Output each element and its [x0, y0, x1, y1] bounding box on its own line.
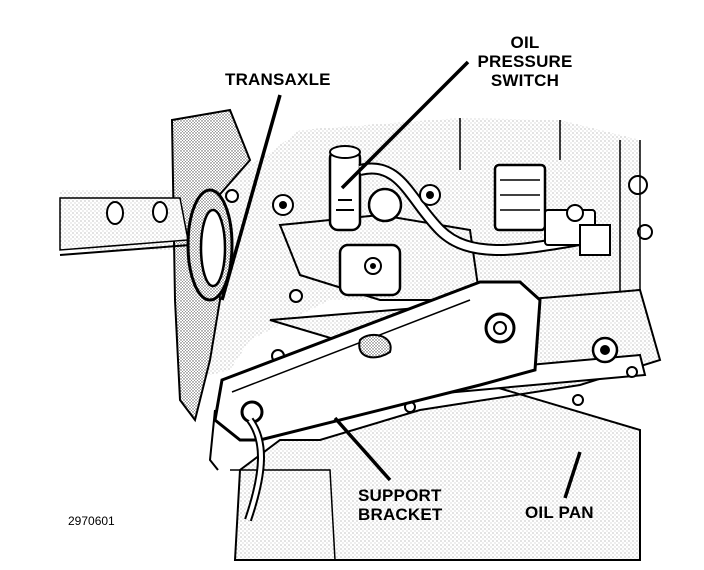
label-oil-pan: OIL PAN — [525, 503, 594, 522]
support-bracket — [213, 280, 542, 442]
label-support-bracket-line2: BRACKET — [358, 505, 443, 524]
label-oil-pressure-switch-line2: PRESSURE — [477, 52, 573, 71]
leader-oil-pan — [563, 451, 582, 499]
left-mount — [59, 197, 189, 251]
axle-seal-inner — [199, 208, 227, 288]
label-transaxle: TRANSAXLE — [225, 70, 331, 89]
label-oil-pressure-switch-line3: SWITCH — [490, 71, 560, 90]
electrical-connector — [493, 163, 547, 232]
leader-support-bracket — [333, 416, 392, 482]
label-oil-pressure-switch-line1: OIL — [510, 33, 540, 52]
oil-pressure-switch — [328, 148, 362, 232]
label-support-bracket-line1: SUPPORT — [358, 486, 442, 505]
label-oil-pressure-switch: OIL PRESSURE SWITCH — [470, 33, 580, 90]
oil-pan — [233, 288, 662, 561]
figure-number: 2970601 — [68, 514, 115, 528]
label-support-bracket: SUPPORT BRACKET — [358, 486, 443, 524]
leader-oil-pressure-switch — [340, 60, 470, 190]
leader-transaxle — [220, 94, 282, 301]
